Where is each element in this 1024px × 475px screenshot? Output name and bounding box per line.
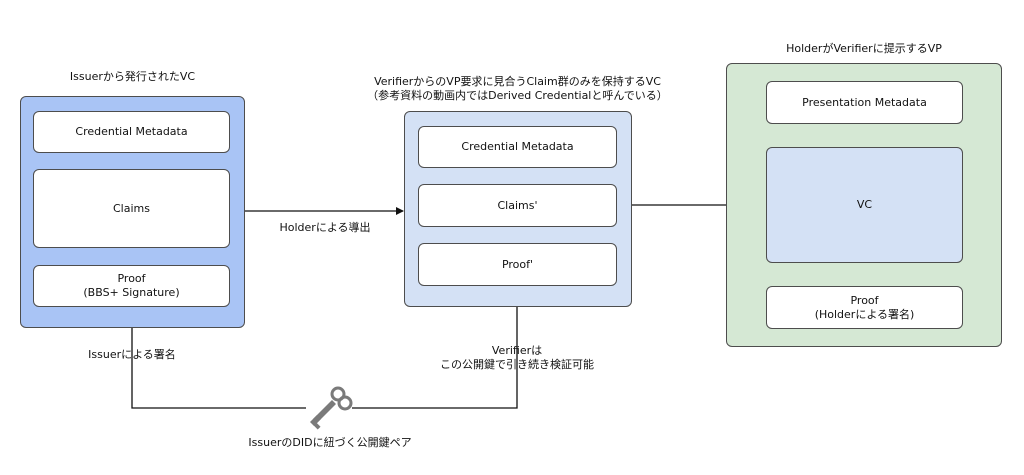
issuer-credential-metadata-box: Credential Metadata	[33, 111, 230, 153]
issuer-proof-sublabel: (BBS+ Signature)	[83, 286, 180, 299]
presentation-metadata-box: Presentation Metadata	[766, 81, 963, 124]
verification-arrow	[352, 287, 521, 409]
issuer-signature-arrow	[128, 308, 306, 409]
vp-vc-label: VC	[856, 198, 873, 211]
issuer-vc-title: Issuerから発行されたVC	[69, 70, 196, 83]
derived-proof-box: Proof'	[418, 243, 617, 286]
vp-title: HolderがVerifierに提示するVP	[786, 42, 942, 55]
derived-credential-metadata-label: Credential Metadata	[461, 140, 574, 153]
key-pair-label: IssuerのDIDに紐づく公開鍵ペア	[248, 436, 412, 449]
issuer-claims-label: Claims	[113, 201, 150, 215]
issuer-credential-metadata-label: Credential Metadata	[75, 125, 188, 138]
issuer-claims-box: Claims	[33, 169, 230, 248]
vp-proof-label: Proof	[850, 293, 879, 307]
issuer-proof-label: Proof	[117, 272, 146, 285]
vp-vc-box: VC	[766, 147, 963, 263]
derived-claims-box: Claims'	[418, 184, 617, 227]
vp-proof-sublabel: (Holderによる署名)	[814, 307, 915, 321]
verifier-note-line1: Verifierは	[491, 344, 543, 357]
verifier-note-line2: この公開鍵で引き続き検証可能	[440, 358, 594, 371]
derivation-label: Holderによる導出	[279, 221, 371, 234]
key-icon	[310, 386, 353, 430]
presentation-metadata-label: Presentation Metadata	[802, 95, 927, 109]
derived-credential-metadata-box: Credential Metadata	[418, 126, 617, 168]
vp-proof-box: Proof (Holderによる署名)	[766, 286, 963, 329]
derived-proof-label: Proof'	[501, 257, 534, 271]
derived-vc-title-line2: （参考資料の動画内ではDerived Credentialと呼んでいる）	[367, 89, 668, 102]
issuer-signature-label: Issuerによる署名	[88, 348, 176, 361]
issuer-proof-box: Proof (BBS+ Signature)	[33, 265, 230, 307]
derived-claims-label: Claims'	[497, 198, 538, 212]
derived-vc-title-line1: VerifierからのVP要求に見合うClaim群のみを保持するVC	[374, 75, 661, 88]
